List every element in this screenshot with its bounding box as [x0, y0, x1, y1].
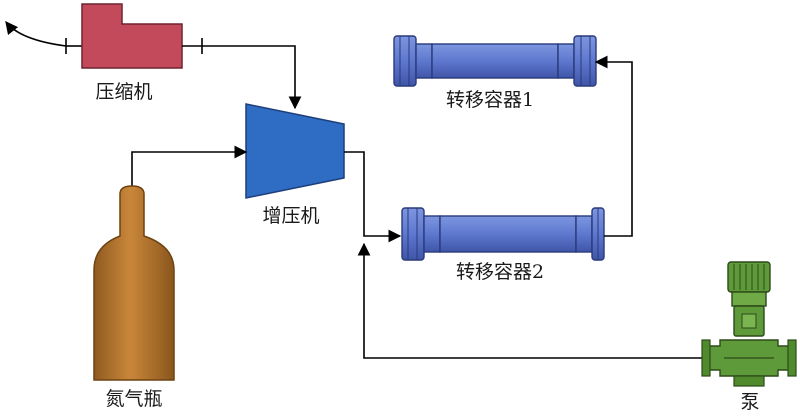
- compressor-label: 压缩机: [95, 81, 152, 103]
- transfer2-to-transfer1-line: [594, 55, 633, 237]
- pump-to-transfer2-line: [357, 242, 708, 359]
- nitrogen-label: 氮气瓶: [105, 388, 162, 410]
- transfer2-label: 转移容器2: [456, 261, 544, 283]
- transfer-vessel-1: 转移容器1: [393, 35, 597, 111]
- compressor: 压缩机: [5, 3, 203, 103]
- booster-label: 增压机: [262, 205, 319, 227]
- nitrogen-to-booster-line: [131, 145, 248, 186]
- transfer1-label: 转移容器1: [446, 89, 534, 111]
- pump: 泵: [701, 261, 797, 413]
- booster-to-transfer2-line: [344, 151, 402, 243]
- pump-label: 泵: [740, 391, 759, 413]
- transfer-vessel-2: 转移容器2: [401, 207, 605, 283]
- nitrogen-bottle: 氮气瓶: [93, 185, 175, 410]
- compressor-to-booster-line: [202, 45, 302, 110]
- booster: 增压机: [245, 103, 345, 227]
